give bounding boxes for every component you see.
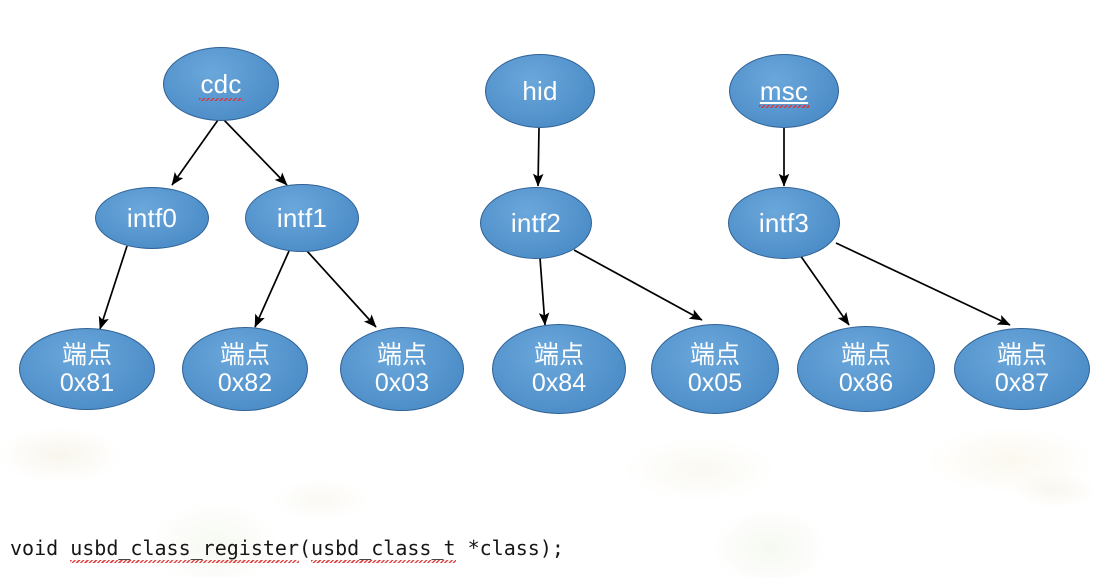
code-identifier: usbd_class_register (70, 534, 299, 563)
node-endpoint-0x82-title: 端点 (219, 340, 270, 369)
node-hid[interactable]: hid (485, 54, 595, 128)
edge-hid-to-intf2 (532, 127, 544, 187)
edge-intf0-to-ep81 (98, 245, 128, 330)
edge-intf2-to-ep05 (573, 249, 703, 321)
edge-intf3-to-ep87 (835, 242, 1011, 326)
node-endpoint-0x81[interactable]: 端点 0x81 (19, 328, 155, 410)
edge-intf2-to-ep84 (538, 257, 550, 326)
node-cdc-label: cdc (199, 68, 243, 102)
code-line-1: void usbd_class_register(usbd_class_t *c… (10, 534, 949, 563)
node-intf1[interactable]: intf1 (245, 184, 359, 252)
node-endpoint-0x82[interactable]: 端点 0x82 (182, 327, 308, 411)
node-endpoint-0x84-title: 端点 (533, 340, 584, 369)
node-endpoint-0x03-title: 端点 (376, 340, 427, 369)
node-intf0-label: intf0 (126, 202, 178, 233)
node-endpoint-0x81-title: 端点 (61, 340, 112, 369)
node-endpoint-0x05[interactable]: 端点 0x05 (651, 324, 779, 414)
node-endpoint-0x03-address: 0x03 (374, 368, 430, 397)
node-endpoint-0x87[interactable]: 端点 0x87 (954, 328, 1090, 410)
node-endpoint-0x84-address: 0x84 (531, 368, 587, 397)
code-text: ( (299, 536, 312, 560)
node-msc[interactable]: msc (729, 54, 839, 128)
node-msc-label: msc (758, 75, 810, 109)
edge-intf1-to-ep03 (306, 250, 377, 328)
code-text: void (10, 536, 71, 560)
node-intf3-label: intf3 (758, 207, 810, 238)
edge-intf3-to-ep86 (799, 254, 850, 326)
node-endpoint-0x87-address: 0x87 (994, 368, 1050, 397)
edge-layer (98, 119, 1011, 330)
node-intf0[interactable]: intf0 (95, 187, 209, 249)
node-endpoint-0x05-address: 0x05 (687, 368, 743, 397)
edge-intf1-to-ep82 (254, 250, 290, 328)
node-endpoint-0x87-title: 端点 (996, 340, 1047, 369)
node-endpoint-0x81-address: 0x81 (59, 368, 115, 397)
node-endpoint-0x82-address: 0x82 (217, 368, 273, 397)
node-endpoint-0x86-title: 端点 (840, 340, 891, 369)
node-intf2-label: intf2 (510, 207, 562, 238)
edge-cdc-to-intf1 (223, 119, 288, 186)
node-intf1-label: intf1 (276, 202, 328, 233)
node-endpoint-0x84[interactable]: 端点 0x84 (492, 324, 626, 414)
code-identifier: usbd_class_t (311, 534, 456, 563)
code-listing: void usbd_class_register(usbd_class_t *c… (10, 476, 949, 578)
code-text: *class); (455, 536, 564, 560)
node-endpoint-0x86-address: 0x86 (838, 368, 894, 397)
node-endpoint-0x03[interactable]: 端点 0x03 (340, 327, 464, 411)
node-endpoint-0x86[interactable]: 端点 0x86 (797, 326, 935, 412)
edge-cdc-to-intf0 (171, 119, 219, 186)
node-intf2[interactable]: intf2 (480, 187, 592, 259)
node-endpoint-0x05-title: 端点 (689, 340, 740, 369)
node-hid-label: hid (522, 75, 558, 106)
node-intf3[interactable]: intf3 (728, 187, 840, 259)
node-cdc[interactable]: cdc (163, 47, 279, 121)
